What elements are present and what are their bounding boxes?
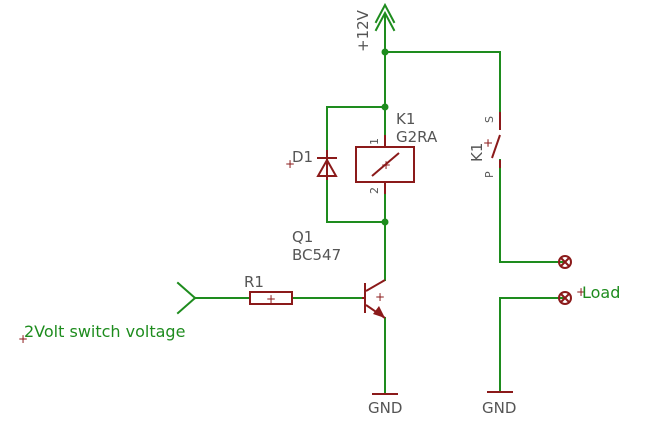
- transistor-q1: + Q1 BC547: [292, 228, 386, 319]
- terminal-icon: [558, 255, 572, 269]
- diode-d1: D1 +: [285, 148, 338, 180]
- diode-name: D1: [292, 148, 313, 166]
- wires: [176, 14, 566, 395]
- supply-label: +12V: [354, 9, 372, 52]
- junction-dot: [381, 48, 389, 56]
- load-terminals: + Load: [558, 255, 620, 305]
- gnd-right-label: GND: [482, 399, 516, 417]
- resistor-r1: + R1: [244, 273, 293, 306]
- svg-text:+: +: [266, 292, 276, 306]
- relay-value: G2RA: [396, 128, 438, 146]
- svg-text:+: +: [576, 285, 586, 299]
- input-signal: + 2Volt switch voltage: [18, 322, 185, 346]
- junction-dot: [381, 103, 389, 111]
- relay-pin1-label: 1: [368, 138, 381, 145]
- switch-name: K1: [468, 143, 486, 162]
- transistor-name: Q1: [292, 228, 313, 246]
- svg-text:+: +: [481, 138, 495, 148]
- relay-name: K1: [396, 110, 415, 128]
- resistor-name: R1: [244, 273, 264, 291]
- transistor-value: BC547: [292, 246, 341, 264]
- supply-12v-symbol: +12V: [354, 2, 396, 52]
- relay-coil: + 1 2 K1 G2RA: [355, 110, 438, 194]
- svg-text:+: +: [18, 332, 28, 346]
- relay-switch: S + P K1: [468, 112, 501, 178]
- junctions: [381, 48, 389, 226]
- load-label: Load: [582, 283, 620, 302]
- relay-pin2-label: 2: [368, 187, 381, 194]
- switch-p-label: P: [483, 171, 496, 178]
- svg-text:+: +: [375, 290, 385, 304]
- ground-left: GND: [368, 393, 402, 417]
- svg-text:+: +: [381, 158, 391, 172]
- svg-text:+: +: [285, 157, 295, 171]
- ground-right: GND: [482, 391, 516, 417]
- gnd-left-label: GND: [368, 399, 402, 417]
- input-label: 2Volt switch voltage: [24, 322, 185, 341]
- junction-dot: [381, 218, 389, 226]
- switch-s-label: S: [483, 116, 496, 123]
- terminal-icon: [558, 291, 572, 305]
